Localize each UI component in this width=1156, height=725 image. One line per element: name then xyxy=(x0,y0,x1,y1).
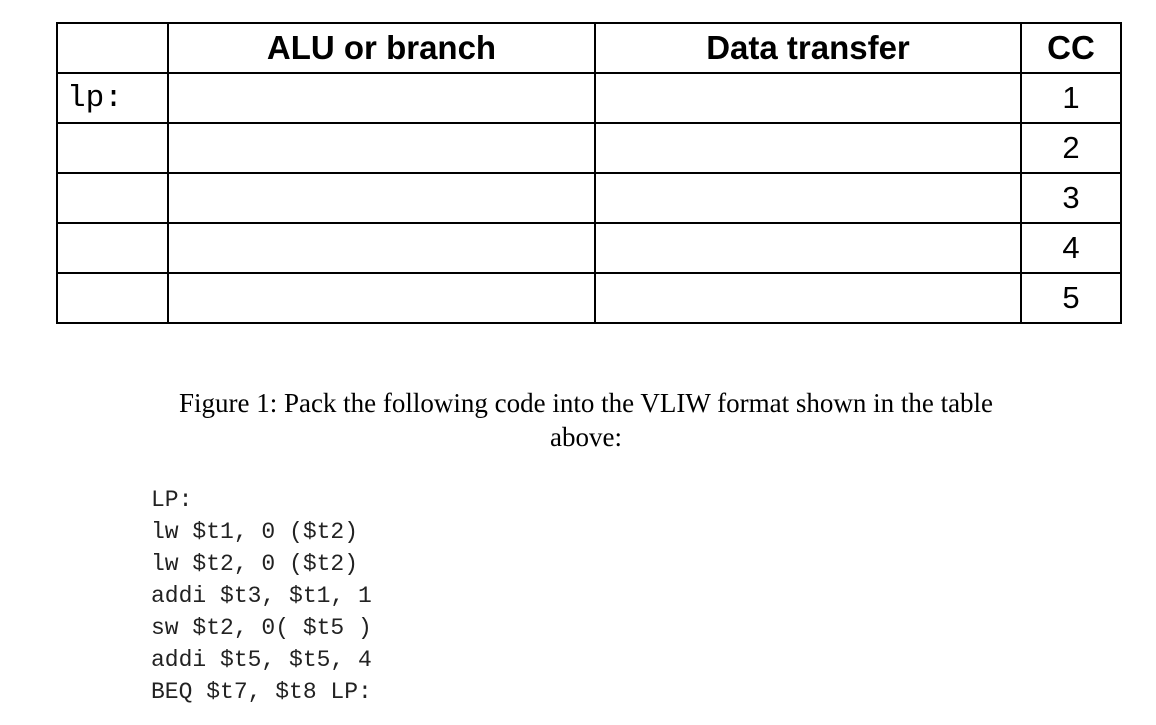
header-data-transfer: Data transfer xyxy=(594,22,1022,74)
code-line: lw $t2, 0 ($t2) xyxy=(151,551,359,577)
cc-cell: 1 xyxy=(1020,72,1122,124)
table-row: 4 xyxy=(56,222,1122,274)
cc-cell: 2 xyxy=(1020,122,1122,174)
row-label xyxy=(56,222,169,274)
code-block: LP: lw $t1, 0 ($t2) lw $t2, 0 ($t2) addi $t… xyxy=(151,484,372,708)
code-line: sw $t2, 0( $t5 ) xyxy=(151,615,372,641)
alu-cell[interactable] xyxy=(167,72,596,124)
data-transfer-cell[interactable] xyxy=(594,222,1022,274)
alu-cell[interactable] xyxy=(167,272,596,324)
table-row: 2 xyxy=(56,122,1122,174)
row-label xyxy=(56,172,169,224)
caption-line-1: Figure 1: Pack the following code into t… xyxy=(178,388,994,418)
code-line: addi $t5, $t5, 4 xyxy=(151,647,372,673)
table-row: lp: 1 xyxy=(56,72,1122,124)
code-line: addi $t3, $t1, 1 xyxy=(151,583,372,609)
figure-caption: Figure 1: Pack the following code into t… xyxy=(126,386,1046,454)
table-header-row: ALU or branch Data transfer CC xyxy=(56,22,1122,74)
vliw-table: ALU or branch Data transfer CC lp: 1 2 3 xyxy=(56,22,1122,324)
code-line: LP: xyxy=(151,487,193,513)
code-line: lw $t1, 0 ($t2) xyxy=(151,519,359,545)
alu-cell[interactable] xyxy=(167,222,596,274)
header-cc: CC xyxy=(1020,22,1122,74)
header-label xyxy=(56,22,169,74)
alu-cell[interactable] xyxy=(167,172,596,224)
caption-line-2: above: xyxy=(550,422,622,452)
data-transfer-cell[interactable] xyxy=(594,172,1022,224)
cc-cell: 5 xyxy=(1020,272,1122,324)
data-transfer-cell[interactable] xyxy=(594,72,1022,124)
table-row: 3 xyxy=(56,172,1122,224)
row-label xyxy=(56,272,169,324)
row-label: lp: xyxy=(56,72,169,124)
table-row: 5 xyxy=(56,272,1122,324)
cc-cell: 3 xyxy=(1020,172,1122,224)
data-transfer-cell[interactable] xyxy=(594,122,1022,174)
cc-cell: 4 xyxy=(1020,222,1122,274)
data-transfer-cell[interactable] xyxy=(594,272,1022,324)
alu-cell[interactable] xyxy=(167,122,596,174)
code-line: BEQ $t7, $t8 LP: xyxy=(151,679,372,705)
row-label xyxy=(56,122,169,174)
header-alu-or-branch: ALU or branch xyxy=(167,22,596,74)
